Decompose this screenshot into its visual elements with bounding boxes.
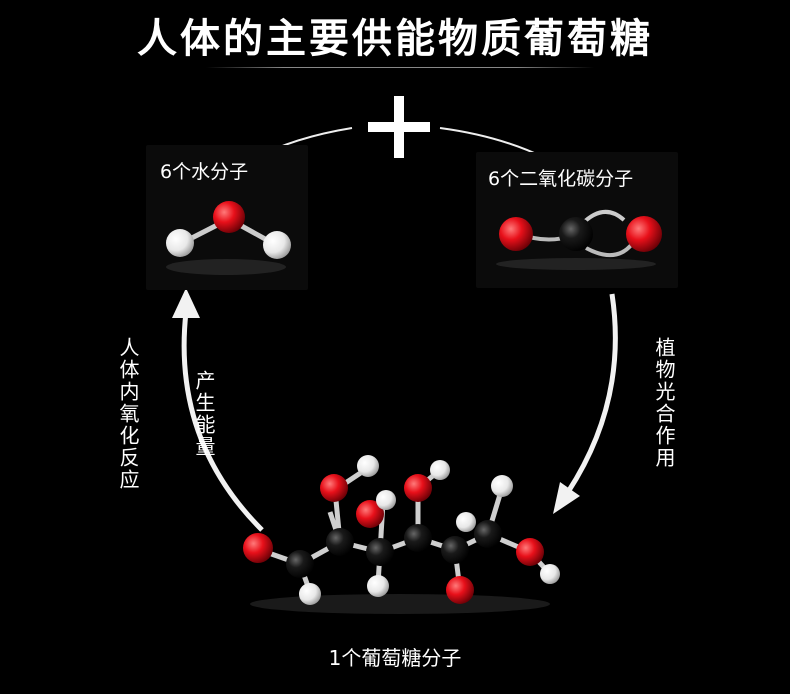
cycle-arc-right — [565, 293, 618, 494]
plus-icon — [368, 96, 430, 158]
glucose-carbon-atom-5 — [441, 536, 469, 564]
water-panel: 6个水分子 — [146, 145, 308, 290]
water-oxygen-atom — [213, 201, 245, 233]
energy-label: 产生能量 — [192, 370, 216, 458]
glucose-oxygen-atom-3 — [356, 500, 384, 528]
glucose-oxygen-atom-5 — [446, 576, 474, 604]
glucose-carbon-atom-6 — [474, 520, 502, 548]
co2-carbon-atom — [559, 217, 593, 251]
glucose-hydrogen-atom-6 — [456, 512, 476, 532]
glucose-molecule — [243, 455, 560, 614]
page-title: 人体的主要供能物质葡萄糖 — [137, 16, 653, 62]
water-hydrogen-atom-right — [263, 231, 291, 259]
glucose-label: 1个葡萄糖分子 — [328, 646, 462, 670]
water-molecule — [166, 201, 291, 275]
glucose-hydrogen-atom-5 — [430, 460, 450, 480]
co2-label: 6个二氧化碳分子 — [488, 168, 634, 190]
water-label: 6个水分子 — [160, 161, 249, 183]
glucose-oxygen-atom-4 — [404, 474, 432, 502]
glucose-carbon-atom-3 — [366, 538, 394, 566]
co2-oxygen-atom-left — [499, 217, 533, 251]
glucose-carbon-atom-1 — [286, 550, 314, 578]
arrow-head-left — [172, 288, 200, 318]
glucose-carbon-atom-2 — [326, 528, 354, 556]
title-divider — [206, 67, 594, 68]
glucose-hydrogen-atom-8 — [540, 564, 560, 584]
glucose-hydrogen-atom-7 — [491, 475, 513, 497]
glucose-hydrogen-atom-1 — [299, 583, 321, 605]
glucose-hydrogen-atom-4 — [376, 490, 396, 510]
arrow-head-right — [553, 482, 580, 514]
photosynthesis-label: 植物光合作用 — [652, 337, 676, 469]
water-hydrogen-atom-left — [166, 229, 194, 257]
co2-panel: 6个二氧化碳分子 — [476, 152, 678, 288]
co2-molecule — [496, 210, 662, 270]
glucose-panel — [240, 452, 565, 624]
cycle-arc-left — [181, 311, 264, 532]
co2-oxygen-atom-right — [626, 216, 662, 252]
glucose-oxygen-atom-1 — [243, 533, 273, 563]
oxidation-label: 人体内氧化反应 — [116, 337, 140, 491]
glucose-oxygen-atom-6 — [516, 538, 544, 566]
glucose-hydrogen-atom-2 — [357, 455, 379, 477]
glucose-oxygen-atom-2 — [320, 474, 348, 502]
glucose-hydrogen-atom-3 — [367, 575, 389, 597]
glucose-carbon-atom-4 — [404, 524, 432, 552]
